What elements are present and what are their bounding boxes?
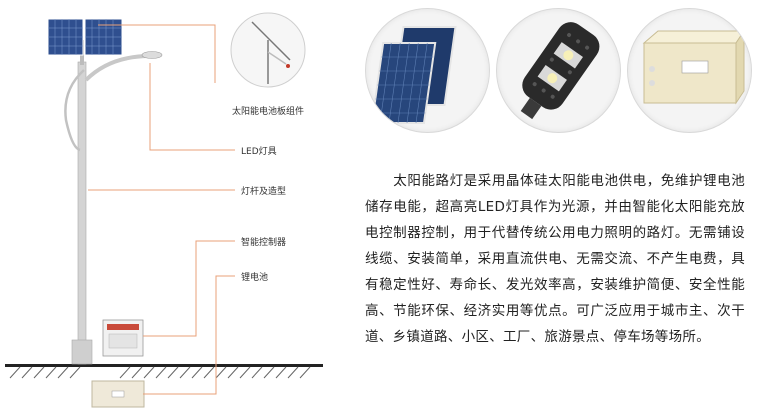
led-lamp-head [141, 51, 163, 59]
photo-solar-panels [365, 8, 490, 133]
product-description: 太阳能路灯是采用晶体硅太阳能电池供电，免维护锂电池储存电能，超高亮LED灯具作为… [365, 168, 745, 350]
controller-box [102, 319, 144, 357]
callout-battery: 锂电池 [241, 273, 269, 283]
photo-led-lamp [496, 8, 621, 133]
product-description-text: 太阳能路灯是采用晶体硅太阳能电池供电，免维护锂电池储存电能，超高亮LED灯具作为… [365, 173, 745, 345]
street-light-drawing [5, 12, 323, 408]
pole-decorative-arc [64, 69, 85, 152]
solar-panel-right [84, 18, 123, 56]
solar-panel-left [47, 18, 84, 56]
pole-base [71, 339, 93, 365]
pole [77, 61, 87, 365]
callout-led-lamp: LED灯具 [241, 147, 277, 157]
leader-lines [88, 24, 235, 395]
callout-pole: 灯杆及造型 [241, 187, 287, 197]
ground-hatching [9, 366, 311, 379]
callout-controller: 智能控制器 [241, 238, 287, 248]
street-light-diagram: 太阳能电池板组件 LED灯具 灯杆及造型 智能控制器 锂电池 [0, 0, 330, 411]
callout-panel-assembly: 太阳能电池板组件 [232, 107, 305, 117]
ground-line [5, 364, 323, 367]
lamp-arm [84, 54, 151, 82]
photo-battery [627, 8, 752, 133]
panel-assembly-inset [230, 12, 306, 88]
